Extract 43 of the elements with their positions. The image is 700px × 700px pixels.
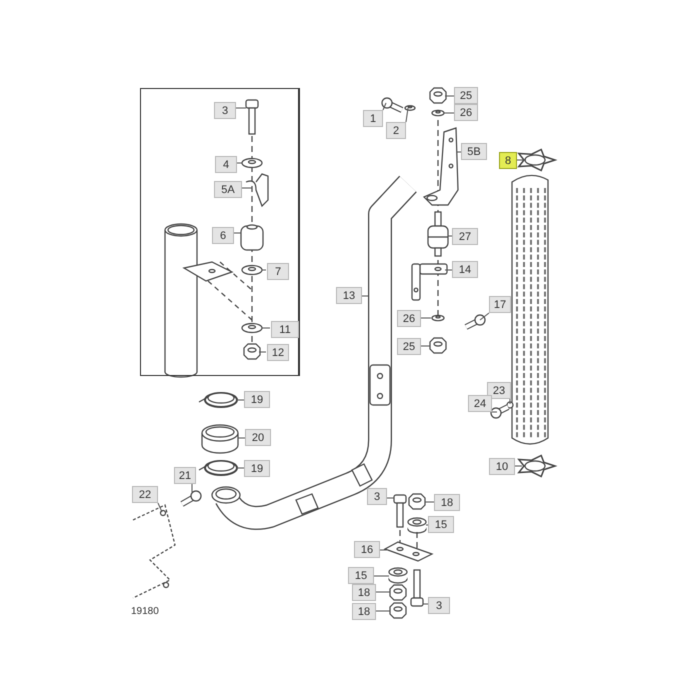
leader-line (480, 312, 490, 320)
callout-number: 15 (428, 516, 454, 533)
callout-number: 7 (267, 263, 289, 280)
callout-number: 12 (267, 344, 289, 361)
callout-number: 2 (386, 122, 406, 139)
callout-number: 13 (336, 287, 362, 304)
callout-number: 3 (214, 102, 236, 119)
leader-line (406, 108, 408, 122)
callout-number: 26 (454, 104, 478, 121)
callout-number: 4 (215, 156, 237, 173)
callout-number: 25 (454, 87, 478, 104)
callout-number: 11 (271, 321, 299, 338)
callout-number: 19 (244, 391, 270, 408)
callout-number: 14 (452, 261, 478, 278)
callout-number: 5B (461, 143, 487, 160)
callout-number: 8 (499, 152, 517, 169)
callout-number: 26 (397, 310, 421, 327)
callout-number: 5A (214, 181, 242, 198)
callout-number: 20 (245, 429, 271, 446)
callout-number: 19 (244, 460, 270, 477)
callout-number: 17 (489, 296, 511, 313)
callout-number: 6 (212, 227, 234, 244)
callout-number: 21 (174, 467, 196, 484)
callout-number: 18 (352, 584, 376, 601)
inset-frame (140, 88, 300, 376)
leader-line (376, 610, 390, 612)
drawing-number: 19180 (131, 606, 159, 617)
leader-line (444, 112, 454, 114)
leader-line (158, 502, 162, 512)
callout-number: 23 (487, 382, 511, 399)
callout-number: 3 (428, 597, 450, 614)
callout-number: 3 (367, 488, 387, 505)
callout-number: 18 (352, 603, 376, 620)
callout-number: 16 (354, 541, 380, 558)
callout-number: 18 (434, 494, 460, 511)
callout-number: 15 (348, 567, 374, 584)
callout-number: 24 (468, 395, 492, 412)
callout-number: 1 (363, 110, 383, 127)
callout-number: 10 (489, 458, 515, 475)
leader-line (382, 102, 386, 110)
callout-number: 25 (397, 338, 421, 355)
callout-number: 22 (132, 486, 158, 503)
callout-number: 27 (452, 228, 478, 245)
